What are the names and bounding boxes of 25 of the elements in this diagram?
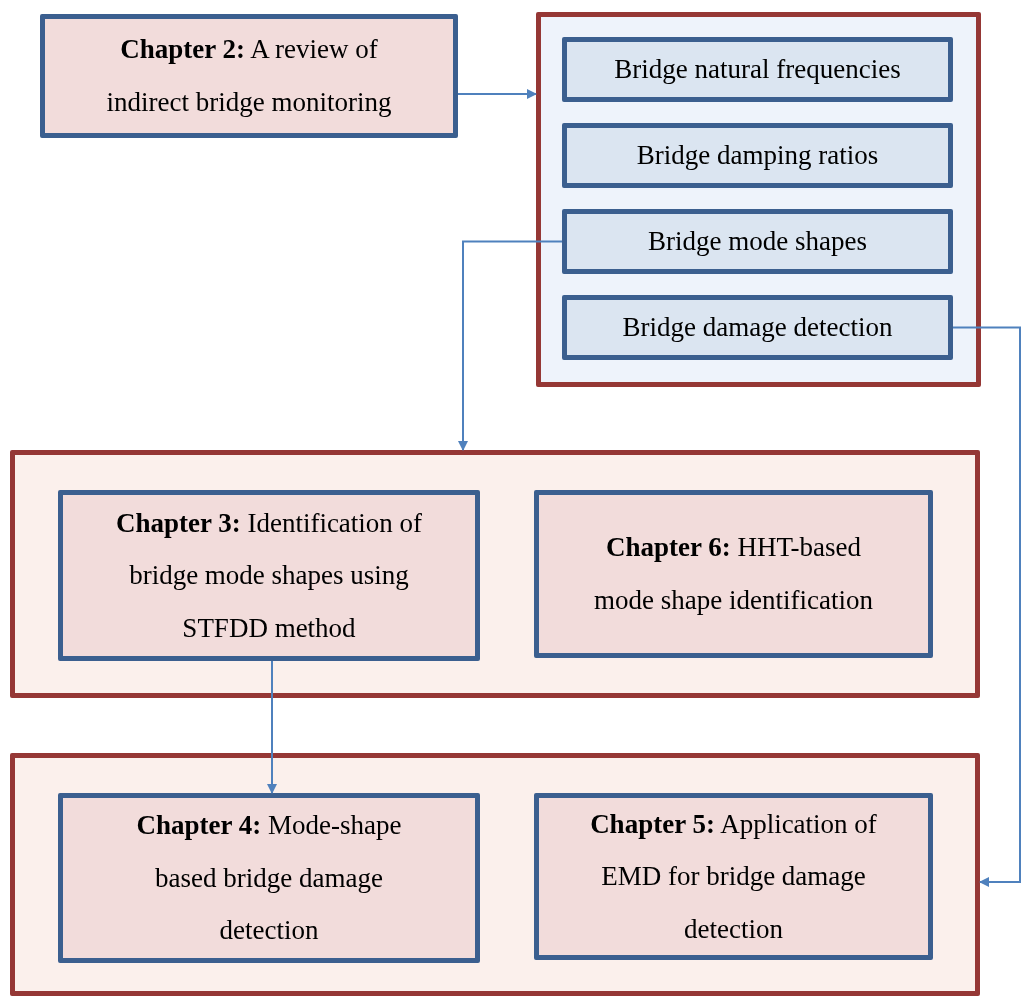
- chapter-title: Bridge damping ratios: [636, 139, 879, 173]
- chapter-title: Chapter 3: Identification of bridge mode shapes using STFDD method: [114, 506, 424, 645]
- connector-arrow: [267, 660, 277, 794]
- chapter-title: Chapter 6: HHT-based mode shape identification: [593, 531, 874, 617]
- connector-arrow: [457, 89, 537, 99]
- topic-box: [562, 123, 953, 188]
- chapter-box: [534, 490, 933, 658]
- chapter-group: [10, 753, 980, 996]
- chapter-title: Chapter 4: Mode-shape based bridge damage detection: [135, 809, 403, 948]
- topic-panel: [536, 12, 981, 387]
- chapter-title: Bridge natural frequencies: [614, 53, 901, 87]
- connector-arrow: [458, 240, 563, 451]
- chapter-box: [534, 793, 933, 960]
- chapter-title: Bridge damage detection: [622, 311, 893, 345]
- chapter-title: Bridge mode shapes: [648, 225, 867, 259]
- chapter-group: [10, 450, 980, 698]
- topic-box: [562, 37, 953, 102]
- chapter-box: [58, 490, 480, 661]
- topic-box: [562, 295, 953, 360]
- chapter-title: Chapter 5: Application of EMD for bridge damage detection: [589, 807, 878, 946]
- connector-arrow: [952, 326, 1021, 887]
- topic-box: [562, 209, 953, 274]
- chapter-title: Chapter 2: A review of indirect bridge monitoring: [105, 33, 393, 119]
- chapter-box: [40, 14, 458, 138]
- chapter-box: [58, 793, 480, 963]
